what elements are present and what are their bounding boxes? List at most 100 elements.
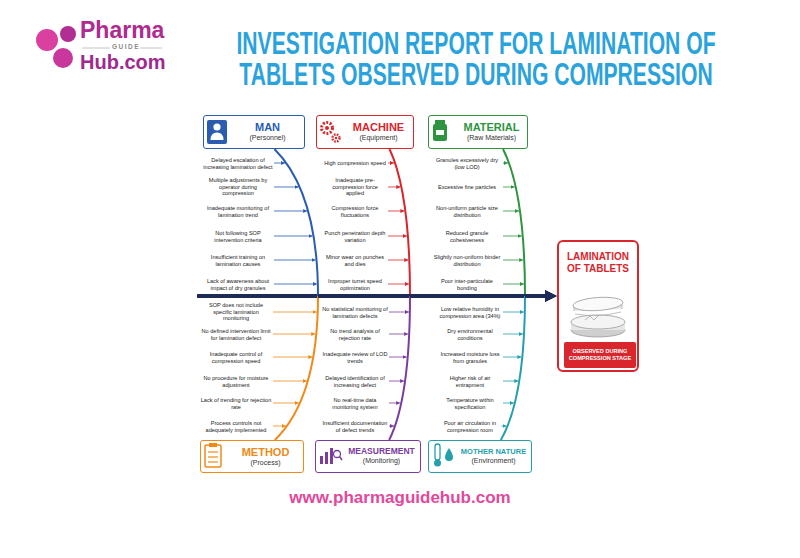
logo-dot bbox=[36, 29, 58, 51]
cause-text: Inadequate pre-compression force applied bbox=[323, 177, 387, 197]
cause-arrow bbox=[273, 381, 307, 382]
cause-text: Delayed identification of increasing def… bbox=[322, 375, 388, 388]
jar-icon bbox=[433, 120, 447, 141]
cause-arrow bbox=[273, 312, 317, 313]
cause-arrow bbox=[389, 426, 394, 427]
spine-segment bbox=[525, 294, 547, 298]
logo-text: Hub.com bbox=[80, 52, 166, 72]
category-subheading: (Raw Materials) bbox=[459, 134, 524, 142]
cause-text: Inadequate monitoring of lamination tren… bbox=[203, 205, 273, 218]
cause-arrow bbox=[389, 312, 409, 313]
cause-text: Non-uniform particle size distribution bbox=[432, 205, 502, 218]
cause-arrow bbox=[503, 381, 518, 382]
cause-text: Poor air circulation in compression room bbox=[438, 420, 502, 433]
cause-arrow bbox=[274, 187, 299, 188]
cause-text: Poor inter-particulate bonding bbox=[432, 278, 502, 291]
spine-segment bbox=[318, 294, 547, 298]
cause-text: No procedure for moisture adjustment bbox=[200, 375, 272, 388]
cause-text: SOP does not include specific lamination… bbox=[200, 302, 272, 322]
cause-arrow bbox=[503, 284, 524, 285]
category-bone bbox=[501, 296, 525, 440]
category-heading: METHOD bbox=[231, 446, 300, 459]
effect-box: LAMINATION OF TABLETS OBSERVED DURING COM… bbox=[557, 240, 639, 372]
cause-arrow bbox=[389, 403, 400, 404]
clipboard-icon bbox=[205, 443, 221, 467]
cause-text: No statistical monitoring of lamination … bbox=[322, 306, 388, 319]
tablet-illustration bbox=[571, 296, 625, 337]
cause-arrow bbox=[274, 236, 313, 237]
spine-segment bbox=[318, 294, 547, 298]
category-box: METHOD(Process) bbox=[200, 440, 304, 473]
spine-segment bbox=[525, 294, 547, 298]
category-subheading: (Personnel) bbox=[234, 134, 301, 142]
cause-text: Improper turret speed optimization bbox=[323, 278, 387, 291]
cause-arrow bbox=[503, 211, 519, 212]
cause-arrow bbox=[502, 426, 507, 427]
fishbone-connector bbox=[389, 296, 547, 440]
cause-arrow bbox=[503, 334, 523, 335]
cause-text: Low relative humidity in compression are… bbox=[438, 306, 502, 319]
category-box: MACHINE(Equipment) bbox=[316, 115, 414, 149]
cause-text: No trend analysis of rejection rate bbox=[322, 328, 388, 341]
logo-text: Pharma bbox=[80, 19, 164, 42]
cause-text: Punch penetration depth variation bbox=[323, 230, 387, 243]
fishbone-connector bbox=[501, 296, 547, 440]
cause-arrow bbox=[503, 312, 524, 313]
spine-segment bbox=[410, 294, 547, 298]
stage-text: OBSERVED DURING COMPRESSION STAGE bbox=[567, 348, 633, 362]
logo-rule bbox=[140, 48, 162, 49]
cause-text: Inadequate review of LOD trends bbox=[322, 351, 388, 364]
cause-arrow bbox=[389, 357, 407, 358]
fishbone-connector bbox=[503, 149, 547, 296]
cause-arrow bbox=[273, 426, 286, 427]
category-bone bbox=[389, 296, 410, 440]
cause-text: Temperature within specification bbox=[438, 397, 502, 410]
cause-arrow bbox=[388, 211, 404, 212]
person-icon bbox=[207, 120, 227, 144]
fishbone-connector bbox=[275, 296, 547, 440]
cause-arrow bbox=[274, 163, 285, 164]
cause-text: Delayed escalation of increasing laminat… bbox=[203, 157, 273, 170]
cause-arrow bbox=[388, 260, 408, 261]
report-title: INVESTIGATION REPORT FOR LAMINATION OF T… bbox=[212, 28, 740, 90]
logo-rule bbox=[82, 48, 110, 49]
category-bone bbox=[503, 149, 525, 296]
effect-title: LAMINATION OF TABLETS bbox=[562, 251, 634, 275]
cause-text: Higher risk of air entrapment bbox=[438, 375, 502, 388]
cause-arrow bbox=[274, 260, 316, 261]
category-box: MAN(Personnel) bbox=[203, 115, 305, 149]
spine-tail bbox=[197, 294, 320, 298]
category-subheading: (Process) bbox=[231, 459, 300, 467]
category-subheading: (Environment) bbox=[459, 457, 528, 465]
cause-arrow bbox=[503, 403, 514, 404]
fishbone-connector bbox=[274, 149, 547, 296]
cause-text: Dry environmental conditions bbox=[438, 328, 502, 341]
cause-arrow bbox=[388, 163, 394, 164]
category-subheading: (Monitoring) bbox=[346, 457, 417, 465]
gear-icon bbox=[322, 123, 340, 142]
cause-text: High compression speed bbox=[323, 160, 387, 167]
cause-arrow bbox=[274, 211, 307, 212]
category-box: MEASUREMENT(Monitoring) bbox=[315, 440, 421, 473]
cause-arrow bbox=[389, 334, 408, 335]
logo-dot bbox=[60, 26, 76, 42]
cause-text: Granules excessively dry (low LOD) bbox=[432, 157, 502, 170]
category-heading: MEASUREMENT bbox=[346, 447, 417, 457]
cause-text: Multiple adjustments by operator during … bbox=[203, 177, 273, 197]
category-heading: MAN bbox=[234, 121, 301, 134]
cause-text: Reduced granule cohesiveness bbox=[432, 230, 502, 243]
website-footer: www.pharmaguidehub.com bbox=[0, 488, 800, 508]
category-bone bbox=[275, 296, 318, 440]
category-box: MOTHER NATURE(Environment) bbox=[428, 440, 532, 473]
cause-text: Excessive fine particles bbox=[432, 184, 502, 191]
cause-text: No defined intervention limit for lamina… bbox=[200, 328, 272, 341]
cause-text: No real-time data monitoring system bbox=[322, 397, 388, 410]
cause-arrow bbox=[503, 163, 508, 164]
category-heading: MACHINE bbox=[347, 121, 410, 134]
cause-arrow bbox=[273, 403, 299, 404]
logo-dot bbox=[53, 48, 73, 68]
cause-arrow bbox=[388, 284, 409, 285]
category-subheading: (Equipment) bbox=[347, 134, 410, 142]
cause-arrow bbox=[273, 357, 312, 358]
